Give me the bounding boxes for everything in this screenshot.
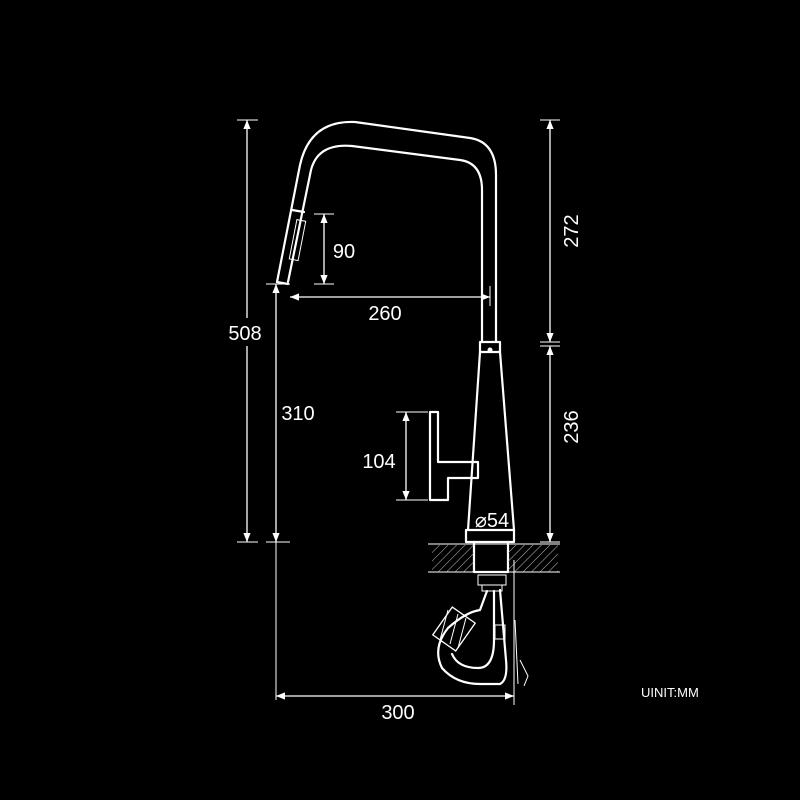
reach-label: 260: [368, 303, 401, 325]
countertop: [428, 543, 560, 573]
upper-height-label: 272: [561, 214, 583, 247]
base-diameter-label: ⌀54: [475, 510, 509, 532]
dimension-handle-height: 104: [362, 411, 428, 501]
dimension-base-diameter: ⌀54: [475, 510, 509, 532]
head-length-label: 90: [333, 241, 355, 263]
faucet-outline: [275, 120, 529, 687]
unit-label: UINIT:MM: [641, 685, 699, 700]
spout-height-label: 310: [281, 403, 314, 425]
dimension-reach: 260: [290, 286, 491, 325]
handle-height-label: 104: [362, 451, 395, 473]
base-width-label: 300: [381, 702, 414, 724]
dimension-head-length: 90: [314, 213, 355, 285]
total-height-label: 508: [228, 323, 261, 345]
dimension-upper-height: 272: [540, 119, 583, 343]
dimension-lower-height: 236: [540, 345, 583, 543]
dimension-total-height: 508: [220, 119, 270, 543]
lower-height-label: 236: [561, 410, 583, 443]
dimension-base-width: 300: [276, 560, 515, 724]
dimension-spout-height: 310: [266, 283, 315, 700]
